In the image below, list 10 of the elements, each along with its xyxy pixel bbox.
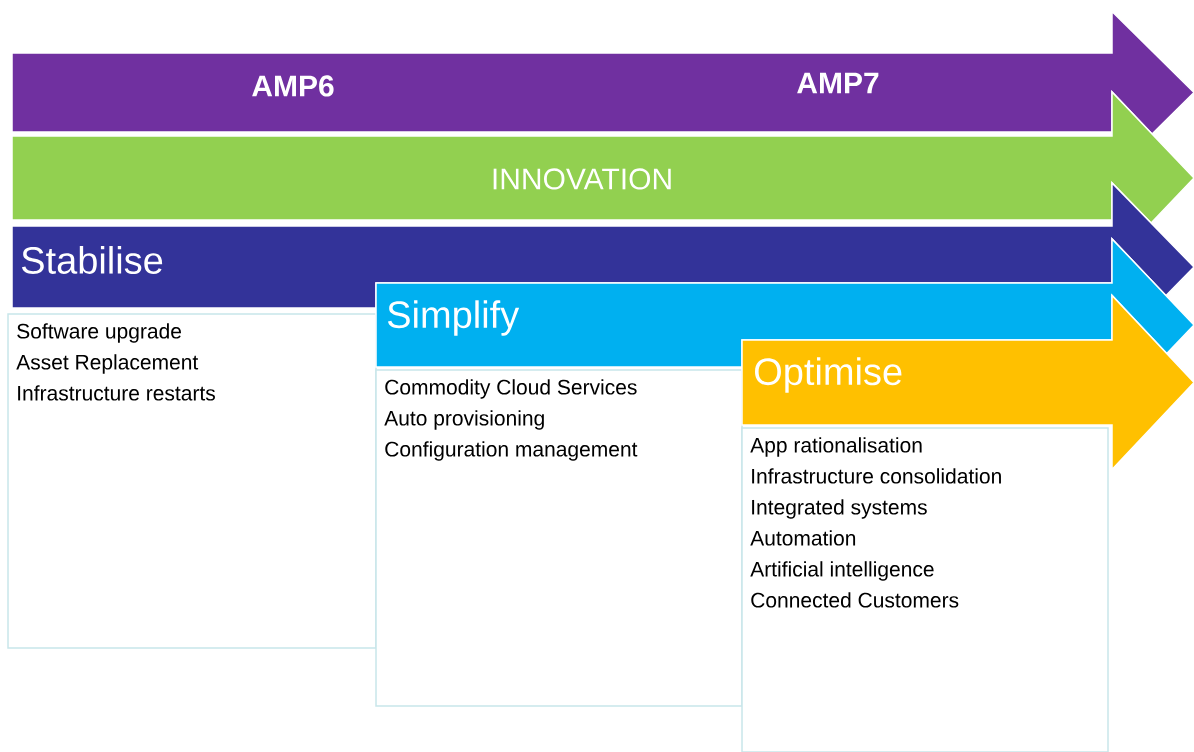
text-box: App rationalisation Infrastructure consolidation Integrated systems Automation Artificial intelligence Connected Customers <box>741 427 1109 752</box>
arrow-band <box>11 9 1194 135</box>
arrow-label: Simplify <box>387 300 520 336</box>
arrow-label: AMP6 <box>252 75 334 97</box>
arrow-label: AMP7 <box>797 72 879 94</box>
arrow-label: Optimise <box>755 357 902 393</box>
text-box: Commodity Cloud Services Auto provisioning Configuration management <box>375 369 743 707</box>
text-box: Software upgrade Asset Replacement Infrastructure restarts <box>7 313 377 649</box>
arrow-label: INNOVATION <box>493 168 671 190</box>
arrow-label: Stabilise <box>21 246 163 274</box>
